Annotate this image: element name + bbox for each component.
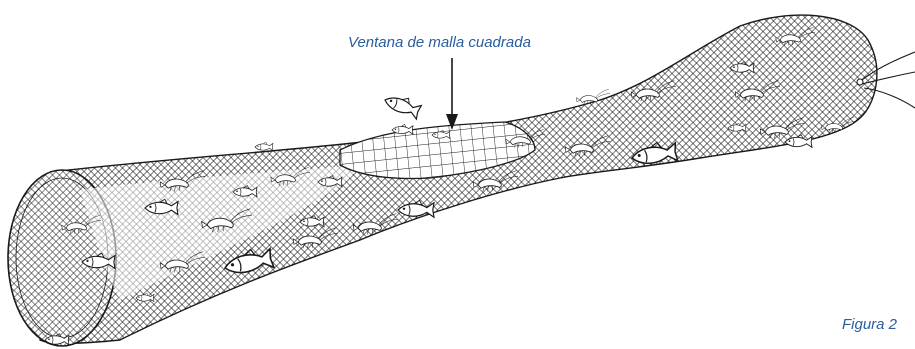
net-body	[39, 14, 878, 345]
fish	[254, 141, 274, 151]
tow-ropes	[856, 51, 915, 109]
figure-caption: Figura 2	[842, 316, 898, 333]
fish	[381, 90, 423, 120]
square-mesh-window-label: Ventana de malla cuadrada	[348, 34, 531, 51]
pointer-arrow	[446, 58, 458, 130]
